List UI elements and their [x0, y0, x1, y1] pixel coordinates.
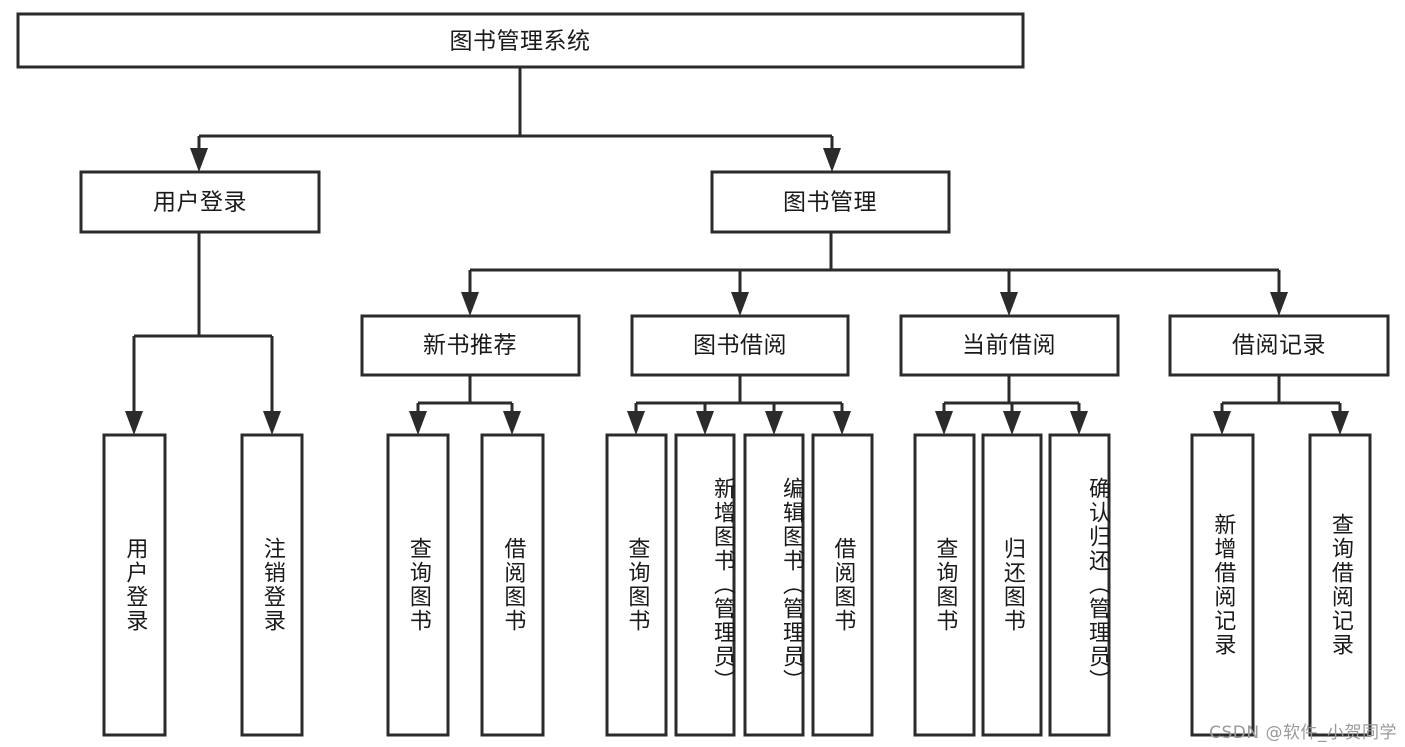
arrow-head-user-login [190, 148, 208, 172]
node-book-borrow-label: 图书借阅 [693, 333, 787, 359]
connector-group-book-mgmt [461, 232, 1288, 316]
node-book-management-label: 图书管理 [783, 190, 877, 216]
leaf-box-query-book-1[interactable] [386, 433, 450, 737]
connector-group-book-borrow [627, 375, 851, 435]
leaf-box-query-book-2[interactable] [605, 433, 668, 737]
arrow-head-leaf-return-book [1003, 411, 1021, 435]
node-borrow-record[interactable]: 借阅记录 [1168, 314, 1390, 377]
node-current-borrow[interactable]: 当前借阅 [899, 314, 1120, 377]
node-current-borrow-label: 当前借阅 [962, 333, 1056, 359]
arrow-head-leaf-confirm-return [1070, 411, 1088, 435]
arrow-head-leaf-query-record [1331, 411, 1349, 435]
node-book-borrow[interactable]: 图书借阅 [630, 314, 850, 377]
arrow-head-borrow [731, 292, 749, 316]
arrow-head-leaf-query-book-3 [935, 411, 953, 435]
node-book-management-box[interactable] [710, 170, 951, 234]
node-new-book-recommend-label: 新书推荐 [423, 333, 517, 359]
connector-group-user-login [125, 232, 281, 435]
arrow-head-leaf-query-book-2 [627, 411, 645, 435]
arrow-head-leaf-logout [263, 411, 281, 435]
leaf-boxes-group [102, 433, 1372, 737]
leaf-box-query-book-3[interactable] [913, 433, 976, 737]
leaf-box-borrow-book-1[interactable] [480, 433, 545, 737]
arrow-head-book-mgmt [823, 148, 841, 172]
node-user-login-box[interactable] [79, 170, 321, 234]
csdn-watermark: CSDN @软件_小贺同学 [1209, 723, 1397, 743]
node-user-login-label: 用户登录 [153, 190, 247, 216]
leaf-box-borrow-book-2[interactable] [811, 433, 874, 737]
connector-group-new-book [409, 375, 521, 435]
leaf-box-confirm-return[interactable] [1048, 433, 1111, 737]
arrow-head-record [1270, 292, 1288, 316]
leaf-box-add-record[interactable] [1190, 433, 1255, 737]
arrow-head-leaf-borrow-book-1 [503, 411, 521, 435]
node-root-system-label: 图书管理系统 [450, 29, 591, 55]
arrow-head-leaf-borrow-book-2 [833, 411, 851, 435]
node-root-system[interactable]: 图书管理系统 [16, 12, 1025, 69]
node-book-borrow-box[interactable] [630, 314, 850, 377]
arrow-head-leaf-add-record [1213, 411, 1231, 435]
node-book-management[interactable]: 图书管理 [710, 170, 951, 234]
node-borrow-record-box[interactable] [1168, 314, 1390, 377]
arrow-head-newbook [461, 292, 479, 316]
leaf-box-user-login[interactable] [102, 433, 167, 737]
connector-group-borrow-record [1213, 375, 1349, 435]
node-borrow-record-label: 借阅记录 [1232, 333, 1326, 359]
leaf-box-logout[interactable] [240, 433, 304, 737]
arrow-head-leaf-user-login [125, 411, 143, 435]
arrow-head-leaf-query-book-1 [409, 411, 427, 435]
node-current-borrow-box[interactable] [899, 314, 1120, 377]
leaf-box-edit-book[interactable] [743, 433, 805, 737]
arrow-head-leaf-edit-book [765, 411, 783, 435]
arrow-head-current [1000, 292, 1018, 316]
leaf-box-add-book[interactable] [674, 433, 736, 737]
node-root-system-box[interactable] [16, 12, 1025, 69]
leaf-box-return-book[interactable] [981, 433, 1043, 737]
node-new-book-recommend[interactable]: 新书推荐 [360, 314, 581, 377]
node-new-book-recommend-box[interactable] [360, 314, 581, 377]
node-user-login[interactable]: 用户登录 [79, 170, 321, 234]
connector-group-root [190, 67, 841, 172]
arrow-head-leaf-add-book [696, 411, 714, 435]
connector-group-current-borrow [935, 375, 1088, 435]
leaf-box-query-record[interactable] [1308, 433, 1372, 737]
